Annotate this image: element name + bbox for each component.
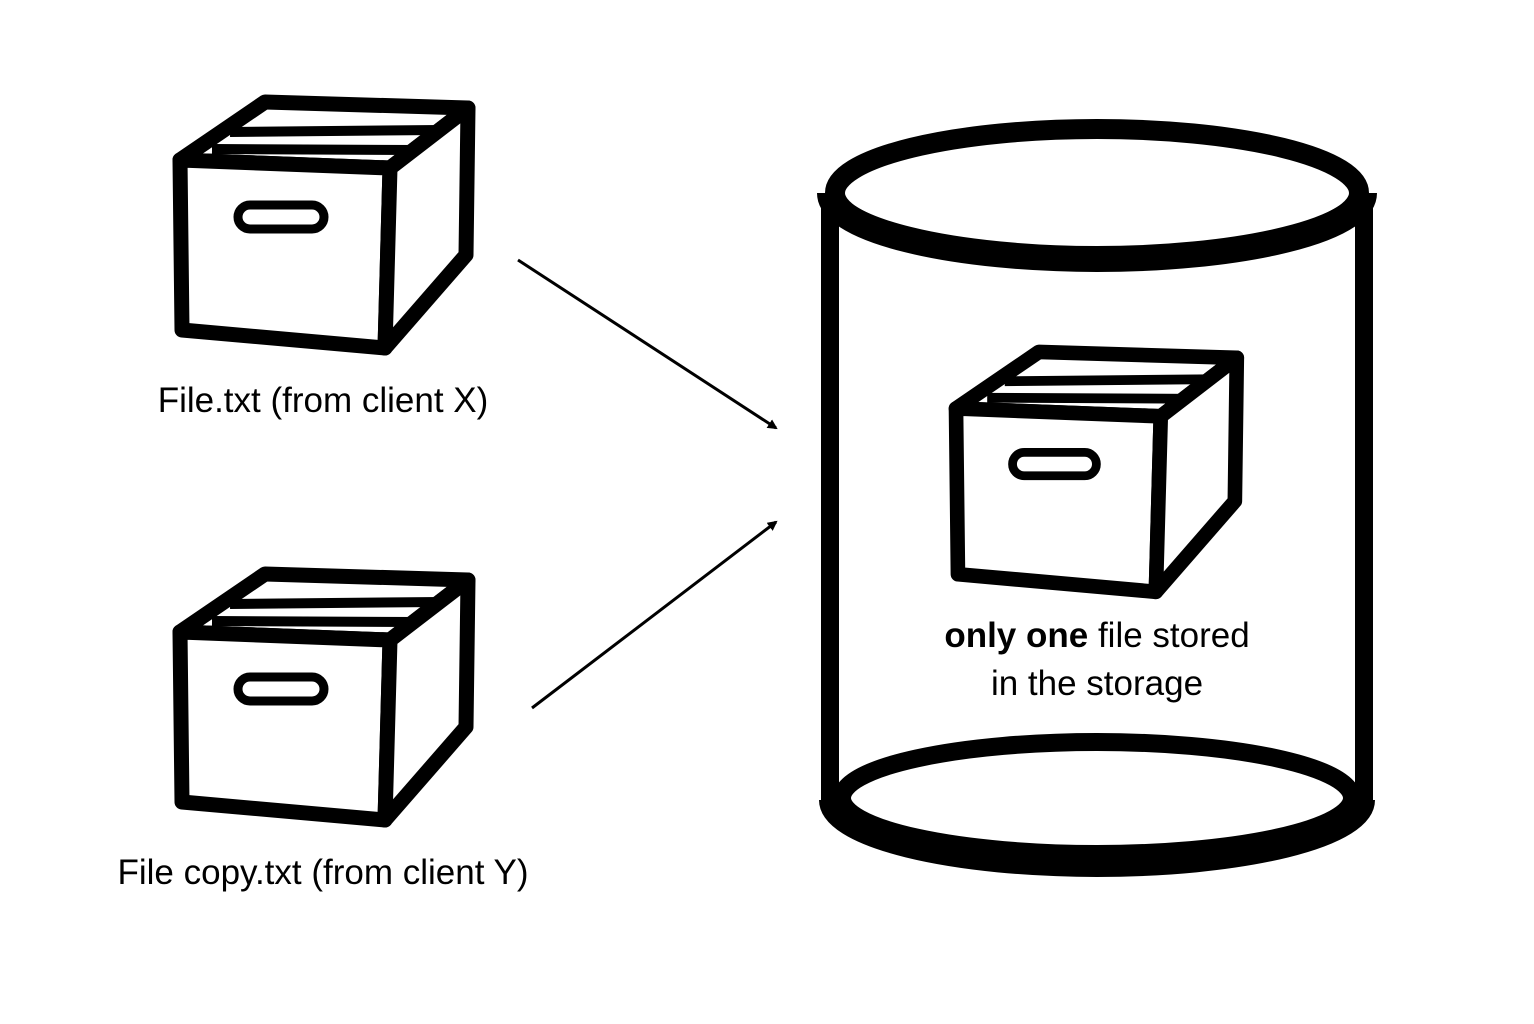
storage-caption-bold: only one (944, 616, 1088, 655)
source-file-label: File copy.txt (from client Y) (117, 853, 528, 892)
file-box-icon (956, 352, 1237, 592)
storage-caption-rest: file stored (1088, 616, 1249, 655)
file-box-icon (180, 574, 468, 820)
arrow-y-to-storage (531, 520, 778, 710)
arrow-x-to-storage (517, 258, 778, 430)
source-file-x: File.txt (from client X) (158, 102, 489, 420)
source-file-label: File.txt (from client X) (158, 381, 489, 420)
storage-caption-line1: only one file stored (944, 616, 1249, 655)
source-file-y: File copy.txt (from client Y) (117, 574, 529, 892)
file-box-icon (180, 102, 468, 348)
storage-caption-line2: in the storage (991, 664, 1203, 703)
